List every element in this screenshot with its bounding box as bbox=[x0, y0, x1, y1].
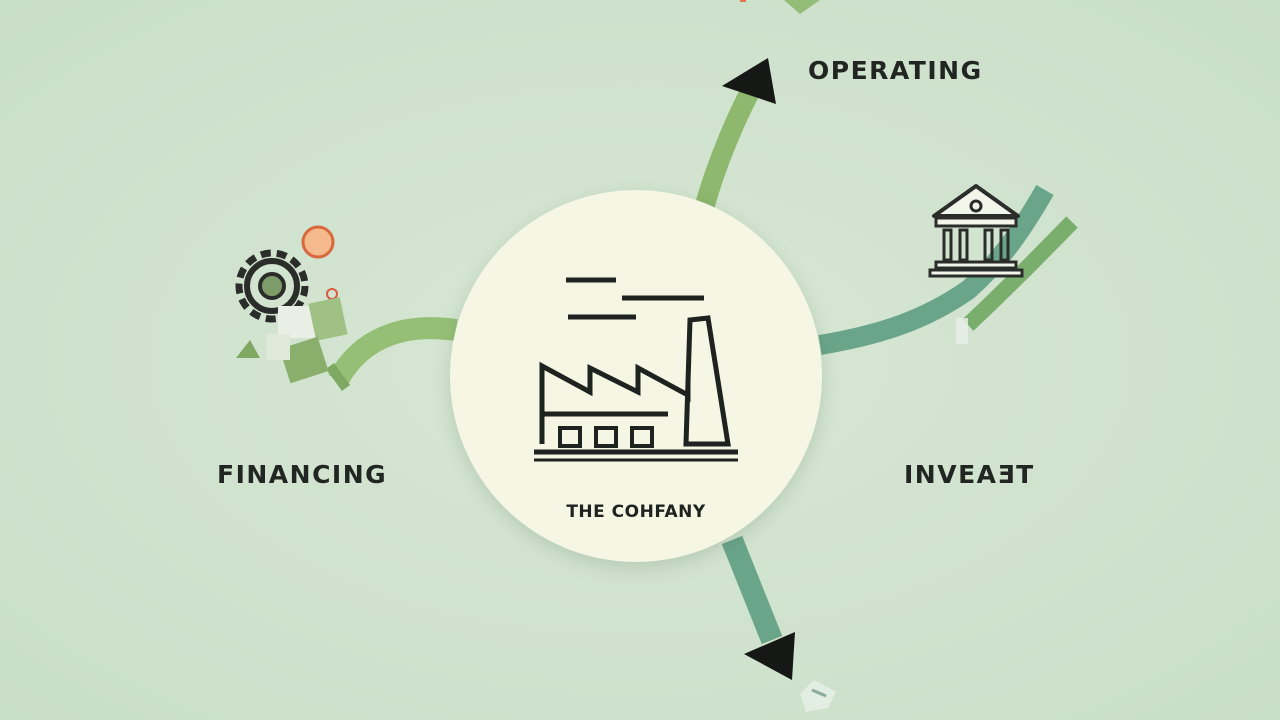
bottom-flow bbox=[721, 535, 783, 645]
company-label: THE COHFANY bbox=[566, 502, 706, 522]
operating-label: OPERATING bbox=[808, 56, 983, 85]
company-hub: THE COHFANY bbox=[450, 190, 822, 562]
factory-icon bbox=[534, 277, 738, 462]
gear-icon bbox=[235, 225, 348, 384]
top-partial-flow bbox=[784, 0, 820, 14]
financing-label: FINANCING bbox=[217, 460, 388, 489]
financing-flow bbox=[328, 317, 458, 386]
investing-flow-main bbox=[818, 185, 1054, 355]
investing-label: INVEAƎT bbox=[904, 460, 1035, 489]
operating-flow bbox=[695, 83, 761, 208]
bottom-arrowhead-icon bbox=[744, 632, 795, 680]
operating-arrowhead-icon bbox=[722, 58, 776, 104]
bank-building-icon bbox=[928, 184, 1024, 278]
